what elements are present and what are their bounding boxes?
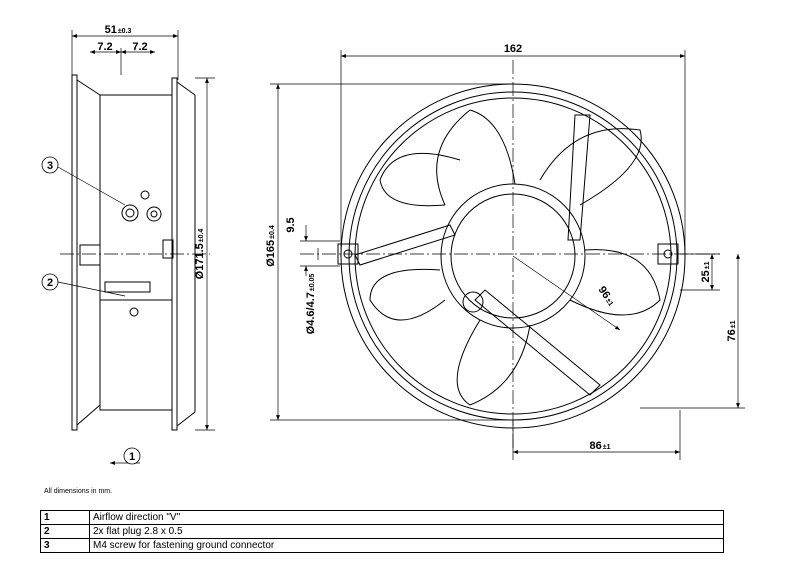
legend-text: 2x flat plug 2.8 x 0.5 — [89, 524, 724, 539]
legend-text: M4 screw for fastening ground connector — [89, 538, 724, 553]
ground-symbol-icon — [140, 190, 150, 200]
strut-top — [567, 114, 591, 241]
side-screw-terminal — [121, 204, 139, 222]
dim-9-5: 9.5 — [285, 217, 297, 232]
side-front-plate — [71, 74, 78, 431]
side-housing — [99, 94, 173, 411]
legend-text: Airflow direction "V" — [89, 510, 724, 525]
dim-165: Ø165±0.4 — [265, 225, 277, 267]
dim-7-2-right: 7.2 — [132, 41, 147, 53]
legend-number: 1 — [40, 510, 90, 525]
callout-3-label: 3 — [47, 160, 53, 172]
dim-51: 51±0.3 — [105, 24, 132, 36]
dim-25: 25±1 — [700, 261, 712, 282]
legend-number: 3 — [40, 538, 90, 553]
callout-3 — [41, 156, 59, 174]
front-view — [300, 60, 720, 450]
dim-7-2-left: 7.2 — [97, 41, 112, 53]
dim-96: 96±1 — [596, 284, 618, 308]
dim-hole-diameter: Ø4.6/4.7±0.05 — [305, 274, 317, 335]
legend-row: 2 2x flat plug 2.8 x 0.5 — [40, 524, 724, 539]
callout-2 — [41, 273, 59, 291]
callout-1 — [123, 447, 141, 465]
blade — [369, 268, 446, 321]
dim-171-5: Ø171.5±0.4 — [194, 229, 206, 280]
dim-162: 162 — [504, 43, 522, 55]
blade — [456, 319, 531, 406]
legend-table: 1 Airflow direction "V" 2 2x flat plug 2… — [40, 510, 724, 553]
blade — [436, 109, 516, 206]
legend-number: 2 — [40, 524, 90, 539]
side-plug-housing — [79, 244, 101, 266]
dim-86: 86±1 — [590, 440, 611, 452]
strut-bottom — [474, 289, 601, 396]
side-view — [60, 74, 210, 431]
legend-row: 1 Airflow direction "V" — [40, 510, 724, 525]
legend-row: 3 M4 screw for fastening ground connecto… — [40, 538, 724, 553]
callout-1-label: 1 — [129, 451, 135, 463]
callout-2-label: 2 — [47, 277, 53, 289]
footnote: All dimensions in mm. — [44, 488, 113, 495]
technical-drawing: 3 2 1 51±0.3 7.2 7.2 Ø171.5±0.4 — [41, 24, 745, 465]
blade — [379, 152, 461, 207]
blade — [569, 249, 661, 316]
dim-76: 76±1 — [726, 320, 738, 341]
blade — [539, 128, 642, 206]
strut-left — [354, 224, 456, 266]
